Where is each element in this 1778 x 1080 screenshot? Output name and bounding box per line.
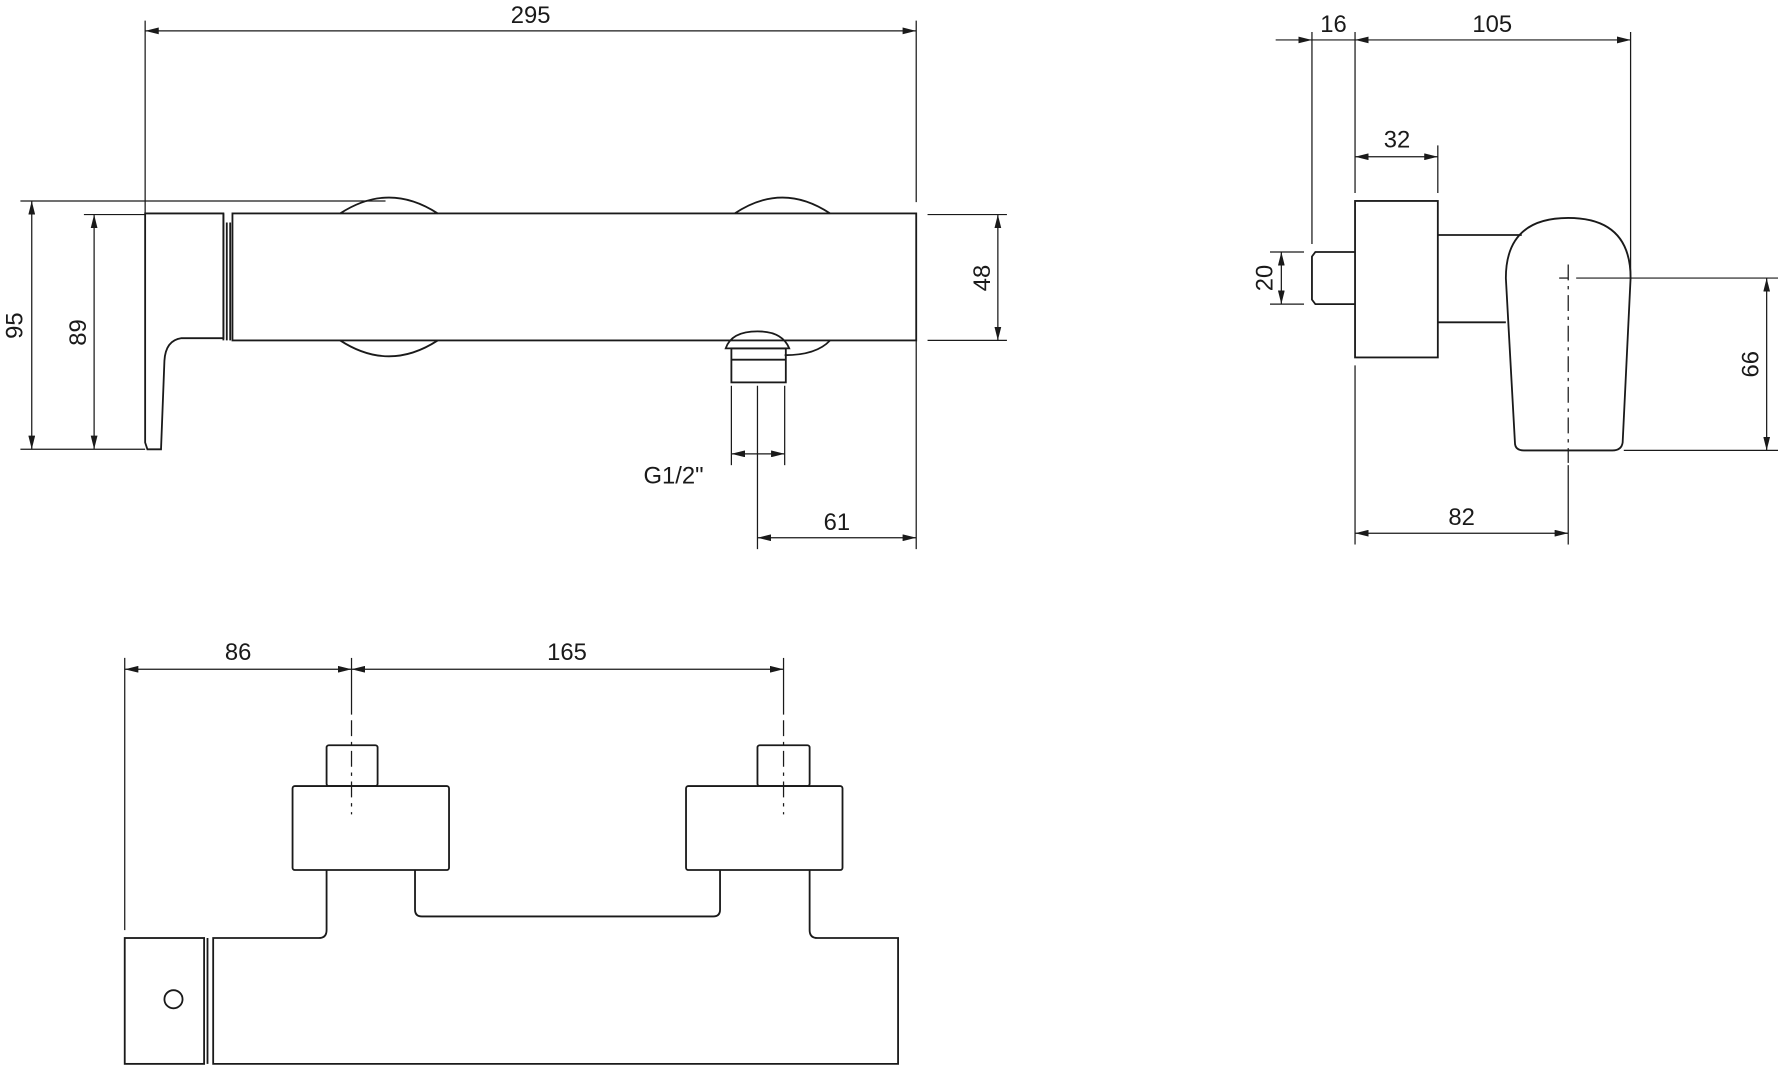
front-view: 295 95 89 48 G1/2" 61 xyxy=(2,2,1007,550)
dim-82: 82 xyxy=(1448,504,1474,531)
dim-66: 66 xyxy=(1738,351,1765,377)
side-view: 16 105 32 20 66 82 xyxy=(1251,11,1778,545)
dim-20: 20 xyxy=(1251,265,1278,291)
dim-105: 105 xyxy=(1472,11,1512,38)
dim-48: 48 xyxy=(969,265,996,291)
dim-61: 61 xyxy=(824,509,850,536)
top-view: 86 165 xyxy=(123,639,899,1065)
dim-295: 295 xyxy=(511,2,551,29)
mixer-body-top xyxy=(123,720,899,1065)
dim-16: 16 xyxy=(1320,11,1346,38)
dim-165: 165 xyxy=(547,639,587,666)
dim-89: 89 xyxy=(65,319,92,345)
dim-thread: G1/2" xyxy=(644,462,704,489)
mixer-body-side xyxy=(1311,200,1632,463)
dim-32: 32 xyxy=(1384,127,1410,154)
mixer-body-front xyxy=(144,196,918,451)
dim-95: 95 xyxy=(2,312,29,338)
dim-86: 86 xyxy=(225,639,251,666)
